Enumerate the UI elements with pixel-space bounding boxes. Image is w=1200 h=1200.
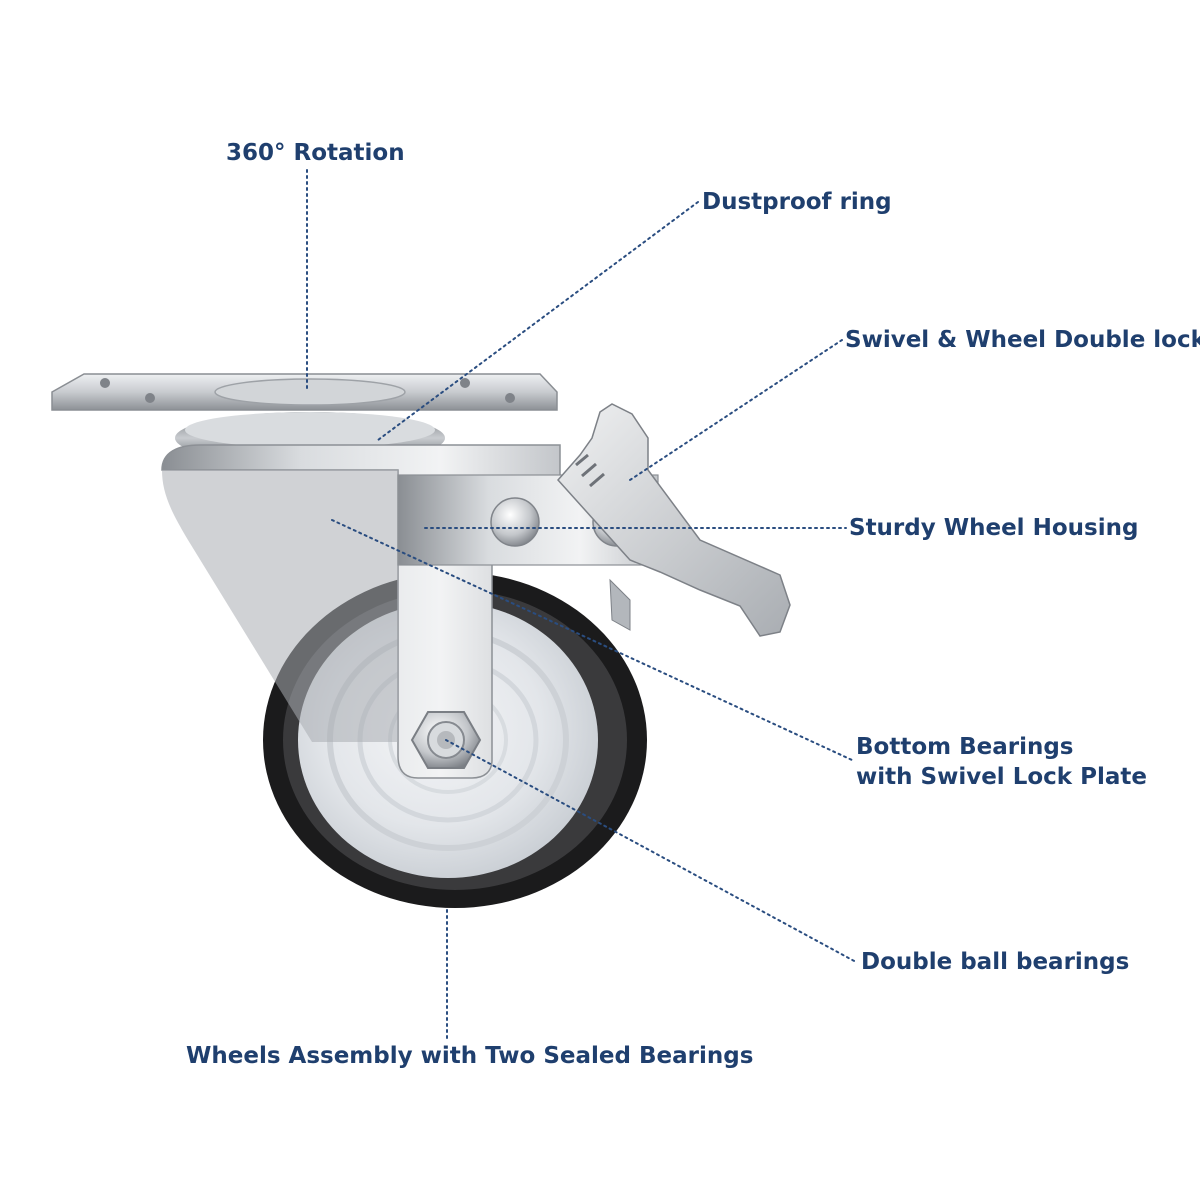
brake-lever — [556, 403, 791, 637]
leader-double-lock — [629, 339, 843, 481]
label-rotation: 360° Rotation — [226, 140, 405, 166]
leader-bottom-bearings — [331, 519, 853, 761]
label-dustproof-ring: Dustproof ring — [702, 189, 892, 215]
label-bottom-bearings: Bottom Bearings with Swivel Lock Plate — [856, 732, 1147, 792]
housing-rivet-left — [490, 497, 540, 547]
label-wheel-housing: Sturdy Wheel Housing — [849, 515, 1139, 541]
label-bottom-bearings-line2: with Swivel Lock Plate — [856, 764, 1147, 790]
leader-dustproof — [377, 201, 699, 441]
label-double-lock: Swivel & Wheel Double lock — [845, 327, 1200, 353]
leader-lines — [306, 169, 857, 1041]
top-plate — [51, 373, 558, 411]
label-wheels-assembly: Wheels Assembly with Two Sealed Bearings — [186, 1043, 754, 1069]
leader-ball-bearings — [445, 739, 857, 963]
label-bottom-bearings-line1: Bottom Bearings — [856, 734, 1074, 760]
label-ball-bearings: Double ball bearings — [861, 949, 1130, 975]
